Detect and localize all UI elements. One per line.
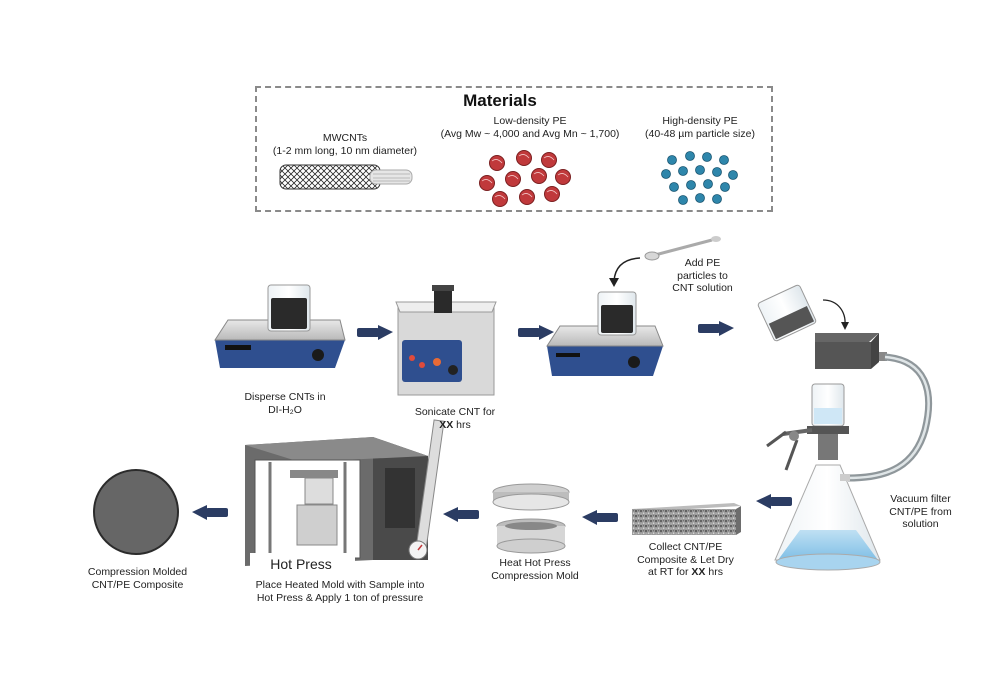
hdpe-spec: (40-48 µm particle size): [645, 127, 755, 140]
composite-disc: [93, 469, 179, 555]
step-sonicate-time: XX: [439, 418, 454, 431]
step-vacuum-line3: solution: [902, 518, 939, 530]
hot-press-sign: Hot Press: [270, 556, 332, 572]
mwcnt-name: MWCNTs: [322, 132, 368, 144]
step-vacuum-line1: Vacuum filter: [890, 493, 951, 505]
flow-arrow-6: [443, 507, 479, 522]
clamp-stand: [766, 428, 813, 471]
ldpe-particles-icon: [479, 150, 571, 207]
step-heat-line2: Compression Mold: [491, 569, 579, 582]
mwcnt-spec: (1-2 mm long, 10 nm diameter): [272, 144, 418, 157]
sonicator-bath: [395, 285, 497, 396]
beaker-dark-2: [597, 291, 637, 336]
sonicator-vial: [432, 285, 454, 313]
hotplate-stirrer-2: [546, 291, 664, 376]
step-heat-label: Heat Hot Press Compression Mold: [480, 557, 590, 582]
step-result-label: Compression Molded CNT/PE Composite: [75, 566, 200, 591]
buchner-flask: [774, 383, 881, 571]
step-press-label: Place Heated Mold with Sample into Hot P…: [240, 579, 440, 604]
step-heat-line1: Heat Hot Press: [499, 557, 571, 569]
beaker-dark-1: [267, 284, 311, 332]
step-vacuum-label: Vacuum filter CNT/PE from solution: [878, 493, 963, 531]
hdpe-particles-icon: [661, 151, 738, 205]
flow-arrow-7: [192, 505, 228, 520]
flow-arrow-3: [698, 321, 734, 336]
hot-press-machine: [245, 419, 445, 568]
step-press-line1: Place Heated Mold with Sample into: [255, 579, 425, 591]
flow-arrow-4: [756, 494, 792, 509]
step-collect-line1: Collect CNT/PE: [648, 541, 723, 553]
step-vacuum-line2: CNT/PE from: [889, 505, 952, 518]
step-collect-label: Collect CNT/PE Composite & Let Dry at RT…: [628, 541, 743, 579]
materials-title: Materials: [463, 91, 537, 110]
materials-panel: [255, 86, 773, 212]
hdpe-label: High-density PE (40-48 µm particle size): [640, 115, 760, 140]
flow-arrow-1: [357, 325, 393, 340]
vacuum-hose: [847, 353, 933, 482]
step-result-line1: Compression Molded: [87, 566, 188, 578]
hdpe-name: High-density PE: [662, 115, 738, 127]
step-collect-line2: Composite & Let Dry: [637, 553, 734, 566]
cnt-pe-composite-block: [632, 503, 741, 535]
ldpe-name: Low-density PE: [493, 115, 567, 127]
step-collect-line3-prefix: at RT for: [648, 566, 692, 578]
step-sonicate-line2: XX hrs: [395, 419, 515, 432]
pouring-beaker: [757, 284, 817, 342]
step-disperse-label: Disperse CNTs in DI-H₂O: [225, 391, 345, 416]
step-sonicate-line1: Sonicate CNT for: [414, 406, 496, 418]
step-collect-line3: at RT for XX hrs: [628, 566, 743, 579]
flow-arrow-5: [582, 510, 618, 525]
step-add-pe-line3: CNT solution: [672, 282, 733, 294]
step-collect-unit: hrs: [705, 566, 723, 578]
filter-funnel-box: [815, 333, 887, 369]
add-pe-arrow-icon: [613, 257, 641, 282]
ldpe-label: Low-density PE (Avg Mw ~ 4,000 and Avg M…: [425, 115, 635, 140]
ldpe-spec: (Avg Mw ~ 4,000 and Avg Mn ~ 1,700): [440, 127, 620, 140]
step-collect-time: XX: [691, 566, 706, 578]
step-add-pe-label: Add PE particles to CNT solution: [660, 257, 745, 295]
mwcnt-label: MWCNTs (1-2 mm long, 10 nm diameter): [270, 132, 420, 157]
step-add-pe-line1: Add PE: [684, 257, 721, 269]
step-result-line2: CNT/PE Composite: [91, 578, 184, 591]
step-add-pe-line2: particles to: [677, 269, 728, 282]
step-sonicate-unit: hrs: [453, 418, 471, 431]
hotplate-stirrer-1: [214, 284, 346, 368]
step-disperse-line2: DI-H₂O: [268, 403, 302, 416]
compression-mold-icon: [492, 483, 570, 554]
flow-arrow-2: [518, 325, 554, 340]
step-disperse-line1: Disperse CNTs in: [244, 391, 326, 403]
step-press-line2: Hot Press & Apply 1 ton of pressure: [256, 591, 424, 604]
spatula-icon: [644, 236, 721, 261]
step-sonicate-label: Sonicate CNT for XX hrs: [395, 406, 515, 431]
mwcnt-icon: [279, 164, 413, 190]
